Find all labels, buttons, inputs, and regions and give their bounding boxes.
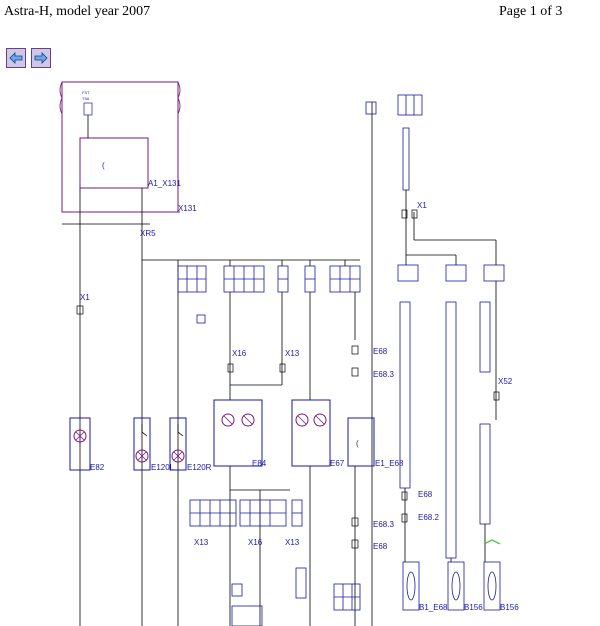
label-e68-2: E68.2 bbox=[418, 513, 439, 522]
label-e68-3-lower: E68.3 bbox=[373, 520, 394, 529]
label-x13-lower-left: X13 bbox=[194, 538, 209, 547]
label-xr5: XR5 bbox=[140, 229, 156, 238]
label-e120l: E120L bbox=[151, 463, 175, 472]
label-x13-lower-right: X13 bbox=[285, 538, 300, 547]
label-b1-e68: B1_E68 bbox=[419, 603, 448, 612]
wires-middle bbox=[229, 102, 373, 626]
previous-page-button[interactable] bbox=[6, 48, 26, 68]
control-module-a1: ( FST T5A bbox=[59, 81, 181, 213]
page-indicator: Page 1 of 3 bbox=[499, 4, 563, 19]
label-e120r: E120R bbox=[187, 463, 212, 472]
svg-text:(: ( bbox=[102, 161, 105, 170]
label-x16-lower: X16 bbox=[248, 538, 263, 547]
label-e68-3-upper: E68.3 bbox=[373, 370, 394, 379]
lamp-e67 bbox=[291, 399, 331, 467]
svg-text:FST: FST bbox=[82, 90, 90, 95]
arrow-left-icon bbox=[9, 52, 23, 64]
label-e67: E67 bbox=[330, 459, 345, 468]
lamp-e82 bbox=[69, 417, 91, 471]
label-e68-right: E68 bbox=[418, 490, 433, 499]
label-e68-lower: E68 bbox=[373, 542, 388, 551]
label-e68-upper: E68 bbox=[373, 347, 388, 356]
svg-text:T5A: T5A bbox=[82, 96, 90, 101]
wires-right bbox=[404, 190, 497, 562]
fuse-blocks-lower bbox=[189, 499, 361, 626]
label-e1-e68: E1_E68 bbox=[375, 459, 404, 468]
lamp-e84 bbox=[213, 399, 263, 467]
label-b156-a: B156 bbox=[464, 603, 483, 612]
lamp-e120r bbox=[169, 417, 187, 471]
label-x13-upper: X13 bbox=[285, 349, 300, 358]
label-x131: X131 bbox=[178, 204, 197, 213]
accent-connector bbox=[483, 539, 501, 545]
label-a1-x131: A1_X131 bbox=[148, 179, 181, 188]
fuse-blocks-upper bbox=[177, 265, 361, 324]
label-x1-right: X1 bbox=[417, 201, 427, 210]
wires-left bbox=[79, 188, 360, 626]
next-page-button[interactable] bbox=[31, 48, 51, 68]
label-x16-upper: X16 bbox=[232, 349, 247, 358]
lamp-e120l bbox=[133, 417, 151, 471]
arrow-right-icon bbox=[34, 52, 48, 64]
document-title: Astra-H, model year 2007 bbox=[4, 4, 151, 19]
module-e1-e68: ( bbox=[347, 417, 375, 467]
svg-text:(: ( bbox=[356, 439, 359, 448]
label-e82: E82 bbox=[90, 463, 105, 472]
label-x52: X52 bbox=[498, 377, 513, 386]
label-b156-b: B156 bbox=[500, 603, 519, 612]
label-x1-left: X1 bbox=[80, 293, 90, 302]
label-e84: E84 bbox=[252, 459, 267, 468]
